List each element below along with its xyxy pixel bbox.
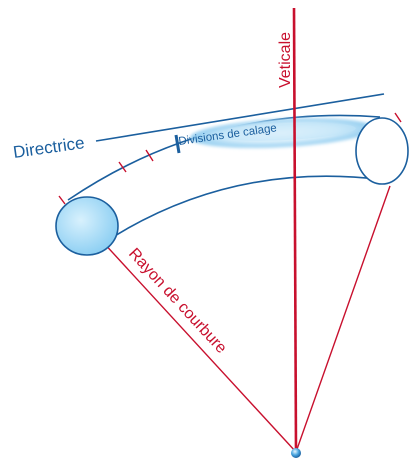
division-calage-marker (174, 134, 181, 154)
directrice-line (95, 93, 385, 142)
division-tick (58, 195, 66, 205)
division-tick (118, 161, 127, 173)
division-tick (145, 149, 154, 162)
verticale-label: Veticale (277, 32, 294, 88)
rayon-de-courbure-line (89, 227, 297, 453)
rayon-de-courbure-label: Rayon de courbure (125, 245, 230, 357)
tube-left-end (55, 196, 119, 256)
rayon-right-line (295, 185, 391, 453)
bulle-core (216, 123, 356, 141)
tube-right-end (355, 117, 409, 185)
verticale-line (292, 7, 298, 452)
pivot-point (291, 448, 301, 458)
tube-inner-arc (101, 175, 386, 245)
directrice-label: Directrice (12, 133, 86, 162)
division-tick (394, 112, 402, 123)
